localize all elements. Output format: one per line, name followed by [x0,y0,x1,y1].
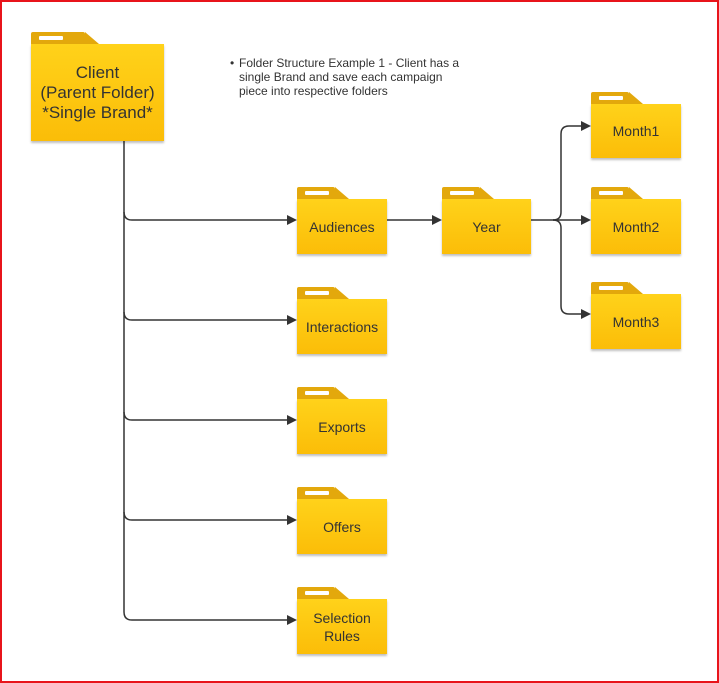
folder-tab [297,287,349,299]
folder-tab [297,187,349,199]
note-line-1: Folder Structure Example 1 - Client has … [239,56,460,70]
note-line-3: piece into respective folders [239,84,388,98]
folder-interactions[interactable]: Interactions [297,287,387,354]
folder-exports[interactable]: Exports [297,387,387,454]
month2-label: Month2 [612,218,660,235]
arrow-to-audiences [123,211,297,225]
interactions-label: Interactions [305,318,379,335]
client-label: Client [75,62,120,82]
folder-month1[interactable]: Month1 [591,92,681,158]
folder-tab [297,487,349,499]
month3-label: Month3 [612,313,660,330]
note-bullet: • [230,56,235,70]
folder-tab [31,32,99,44]
arrow-to-selection-rules [123,611,297,625]
offers-label: Offers [323,518,361,535]
folder-audiences[interactable]: Audiences [297,187,387,254]
exports-label: Exports [318,418,366,435]
month1-label: Month1 [612,123,660,139]
folder-selection-rules[interactable]: Selection Rules [297,587,387,654]
folder-client[interactable]: Client (Parent Folder) *Single Brand* [31,32,164,141]
folder-tab [591,282,643,294]
parent-folder-label: (Parent Folder) [40,82,155,102]
single-brand-label: *Single Brand* [42,102,153,122]
note-line-2: single Brand and save each campaign [239,70,443,84]
folder-tab [442,187,494,199]
folder-tab [297,387,349,399]
year-label: Year [472,218,501,235]
audiences-label: Audiences [309,218,375,235]
arrow-to-interactions [123,311,297,325]
arrow-to-month1 [552,121,591,221]
folder-offers[interactable]: Offers [297,487,387,554]
selection-label: Selection [313,609,371,626]
folder-year[interactable]: Year [442,187,531,254]
folder-month2[interactable]: Month2 [591,187,681,254]
arrow-to-offers [123,511,297,525]
arrow-to-month3 [552,219,591,319]
folder-tab [591,187,643,199]
arrow-to-exports [123,411,297,425]
folder-month3[interactable]: Month3 [591,282,681,349]
folder-tab [297,587,349,599]
rules-label: Rules [324,627,360,644]
folder-tab [591,92,643,104]
